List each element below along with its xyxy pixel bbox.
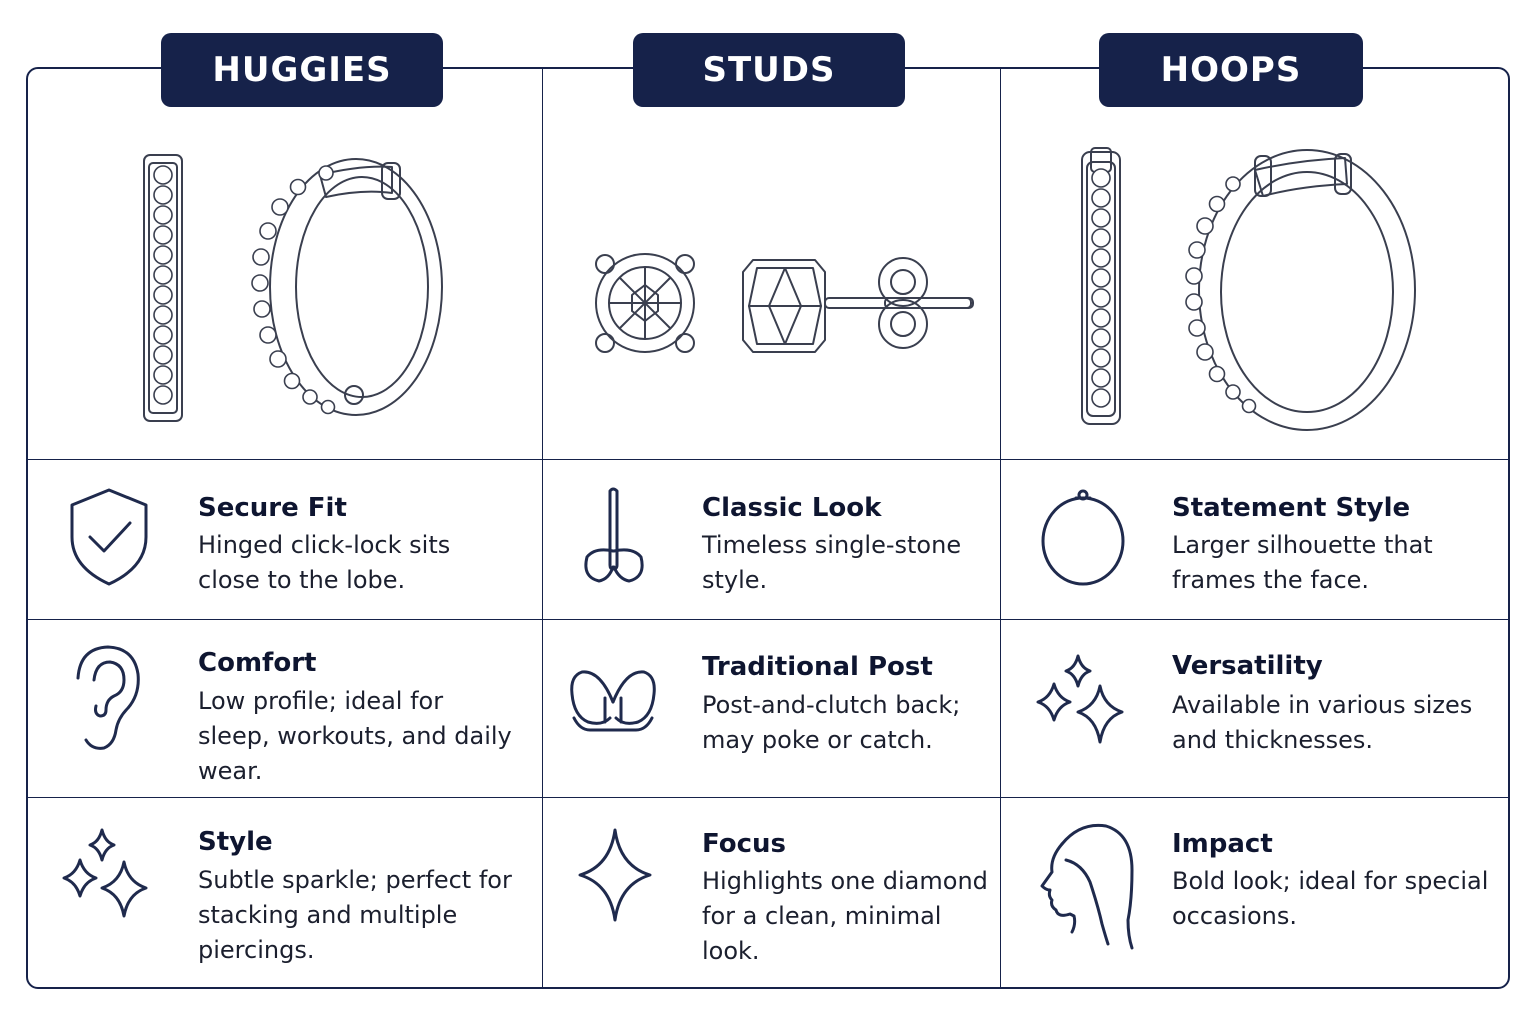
feature-description: Subtle sparkle; perfect for stacking and… (198, 866, 512, 964)
column-header-studs: STUDS (633, 33, 905, 107)
butterfly-back-icon (570, 670, 656, 732)
feature-title: Traditional Post (702, 652, 933, 682)
feature-title: Style (198, 827, 273, 857)
feature-title: Versatility (1172, 651, 1323, 681)
feature-description: Available in various sizes and thickness… (1172, 691, 1473, 754)
feature-description: Highlights one diamond for a clean, mini… (702, 867, 988, 965)
feature-description: Timeless single-stone style. (702, 531, 962, 594)
feature-title: Classic Look (702, 493, 882, 523)
row-divider (26, 619, 1510, 620)
feature-title: Secure Fit (198, 493, 347, 523)
hoops-illustration (1081, 147, 1416, 431)
ear-icon (76, 645, 140, 750)
feature-title: Focus (702, 829, 786, 859)
stud-post-icon (584, 487, 644, 583)
studs-illustration (595, 253, 974, 353)
sparkles-icon (1036, 654, 1124, 744)
column-header-hoops: HOOPS (1099, 33, 1363, 107)
column-header-huggies: HUGGIES (161, 33, 443, 107)
hoop-icon (1041, 489, 1125, 586)
huggies-illustration (143, 154, 443, 422)
shield-check-icon (70, 488, 148, 586)
row-divider (26, 459, 1510, 460)
feature-description: Post-and-clutch back; may poke or catch. (702, 691, 961, 754)
feature-description: Bold look; ideal for special occasions. (1172, 867, 1489, 930)
feature-title: Statement Style (1172, 493, 1411, 523)
column-divider (542, 67, 543, 989)
feature-description: Larger silhouette that frames the face. (1172, 531, 1433, 594)
sparkles-icon (62, 828, 148, 918)
four-point-star-icon (578, 828, 652, 922)
column-divider (1000, 67, 1001, 989)
row-divider (26, 797, 1510, 798)
woman-profile-icon (1040, 823, 1134, 950)
feature-title: Impact (1172, 829, 1273, 859)
feature-description: Low profile; ideal for sleep, workouts, … (198, 687, 512, 785)
feature-description: Hinged click-lock sits close to the lobe… (198, 531, 451, 594)
feature-title: Comfort (198, 648, 317, 678)
